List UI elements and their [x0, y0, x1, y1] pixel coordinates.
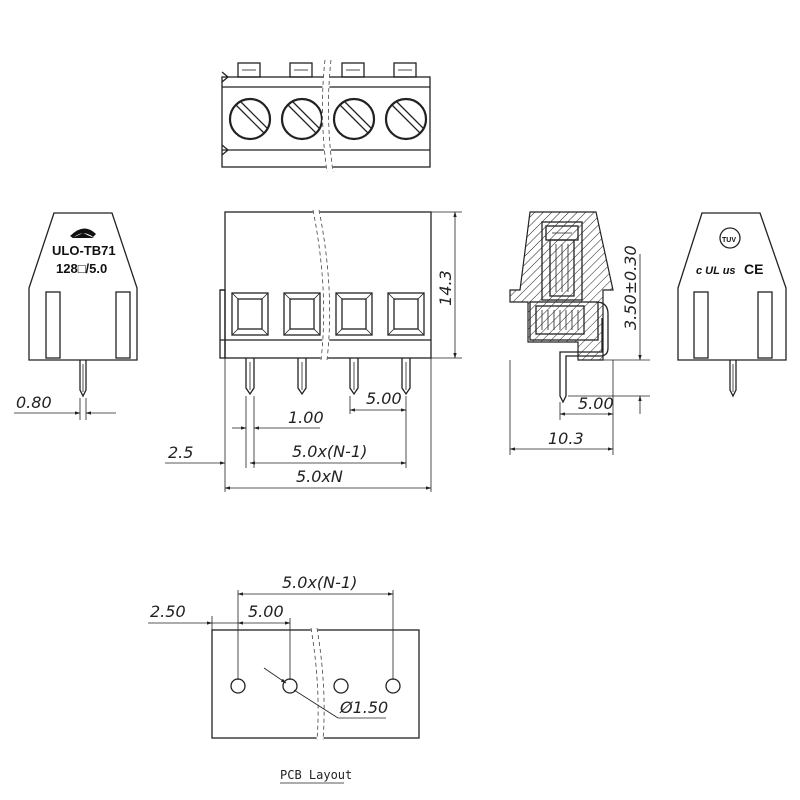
- cert-tuv-label: TUV: [722, 237, 736, 244]
- front-dimensions: 5.00 1.00 2.5 5.0x(N-1) 5.0xN: [165, 358, 432, 492]
- cert-ul-label: c UL us: [696, 265, 736, 277]
- pin-thickness-label: 0.80: [16, 393, 52, 412]
- tuv-mark-icon: [719, 227, 741, 249]
- brand-model-label: ULO-TB71: [52, 243, 116, 258]
- depth-label: 10.3: [548, 429, 584, 448]
- pitch-front-label: 5.00: [366, 389, 402, 408]
- front-view: [219, 209, 432, 396]
- pitch-side-label: 5.00: [578, 394, 614, 413]
- right-side-view: TUV c UL us CE: [677, 212, 787, 398]
- part-number-label: 128□/5.0: [56, 261, 107, 276]
- total-length-label: 5.0xN: [296, 467, 343, 486]
- pin-width-label: 1.00: [288, 408, 324, 427]
- top-slots: [237, 62, 417, 78]
- screw-heads: [228, 97, 428, 141]
- height-dimension: 14.3: [431, 211, 462, 359]
- pcb-layout: 5.0x(N-1) 2.50 5.00 Ø1.50: [148, 573, 420, 741]
- pcb-span-label: 5.0x(N-1): [282, 573, 357, 592]
- pcb-hole: [230, 678, 246, 694]
- section-view: 3.50±0.30 5.00 10.3: [509, 211, 650, 455]
- cert-ce-label: CE: [744, 261, 763, 277]
- pcb-edge-offset-label: 2.50: [150, 602, 186, 621]
- wire-entries: [231, 292, 425, 336]
- hole-diameter-label: Ø1.50: [339, 698, 388, 717]
- height-label: 14.3: [436, 270, 455, 306]
- pcb-pitch-label: 5.00: [248, 602, 284, 621]
- pcb-hole: [385, 678, 401, 694]
- span-label: 5.0x(N-1): [292, 442, 367, 461]
- pin-length-label: 3.50±0.30: [621, 245, 640, 330]
- left-side-view: ULO-TB71 128□/5.0 0.80: [14, 212, 138, 420]
- edge-offset-label: 2.5: [168, 443, 193, 462]
- pcb-hole: [333, 678, 349, 694]
- top-view: [221, 59, 431, 173]
- pcb-layout-caption: PCB Layout: [280, 768, 352, 782]
- front-pins: [245, 358, 411, 396]
